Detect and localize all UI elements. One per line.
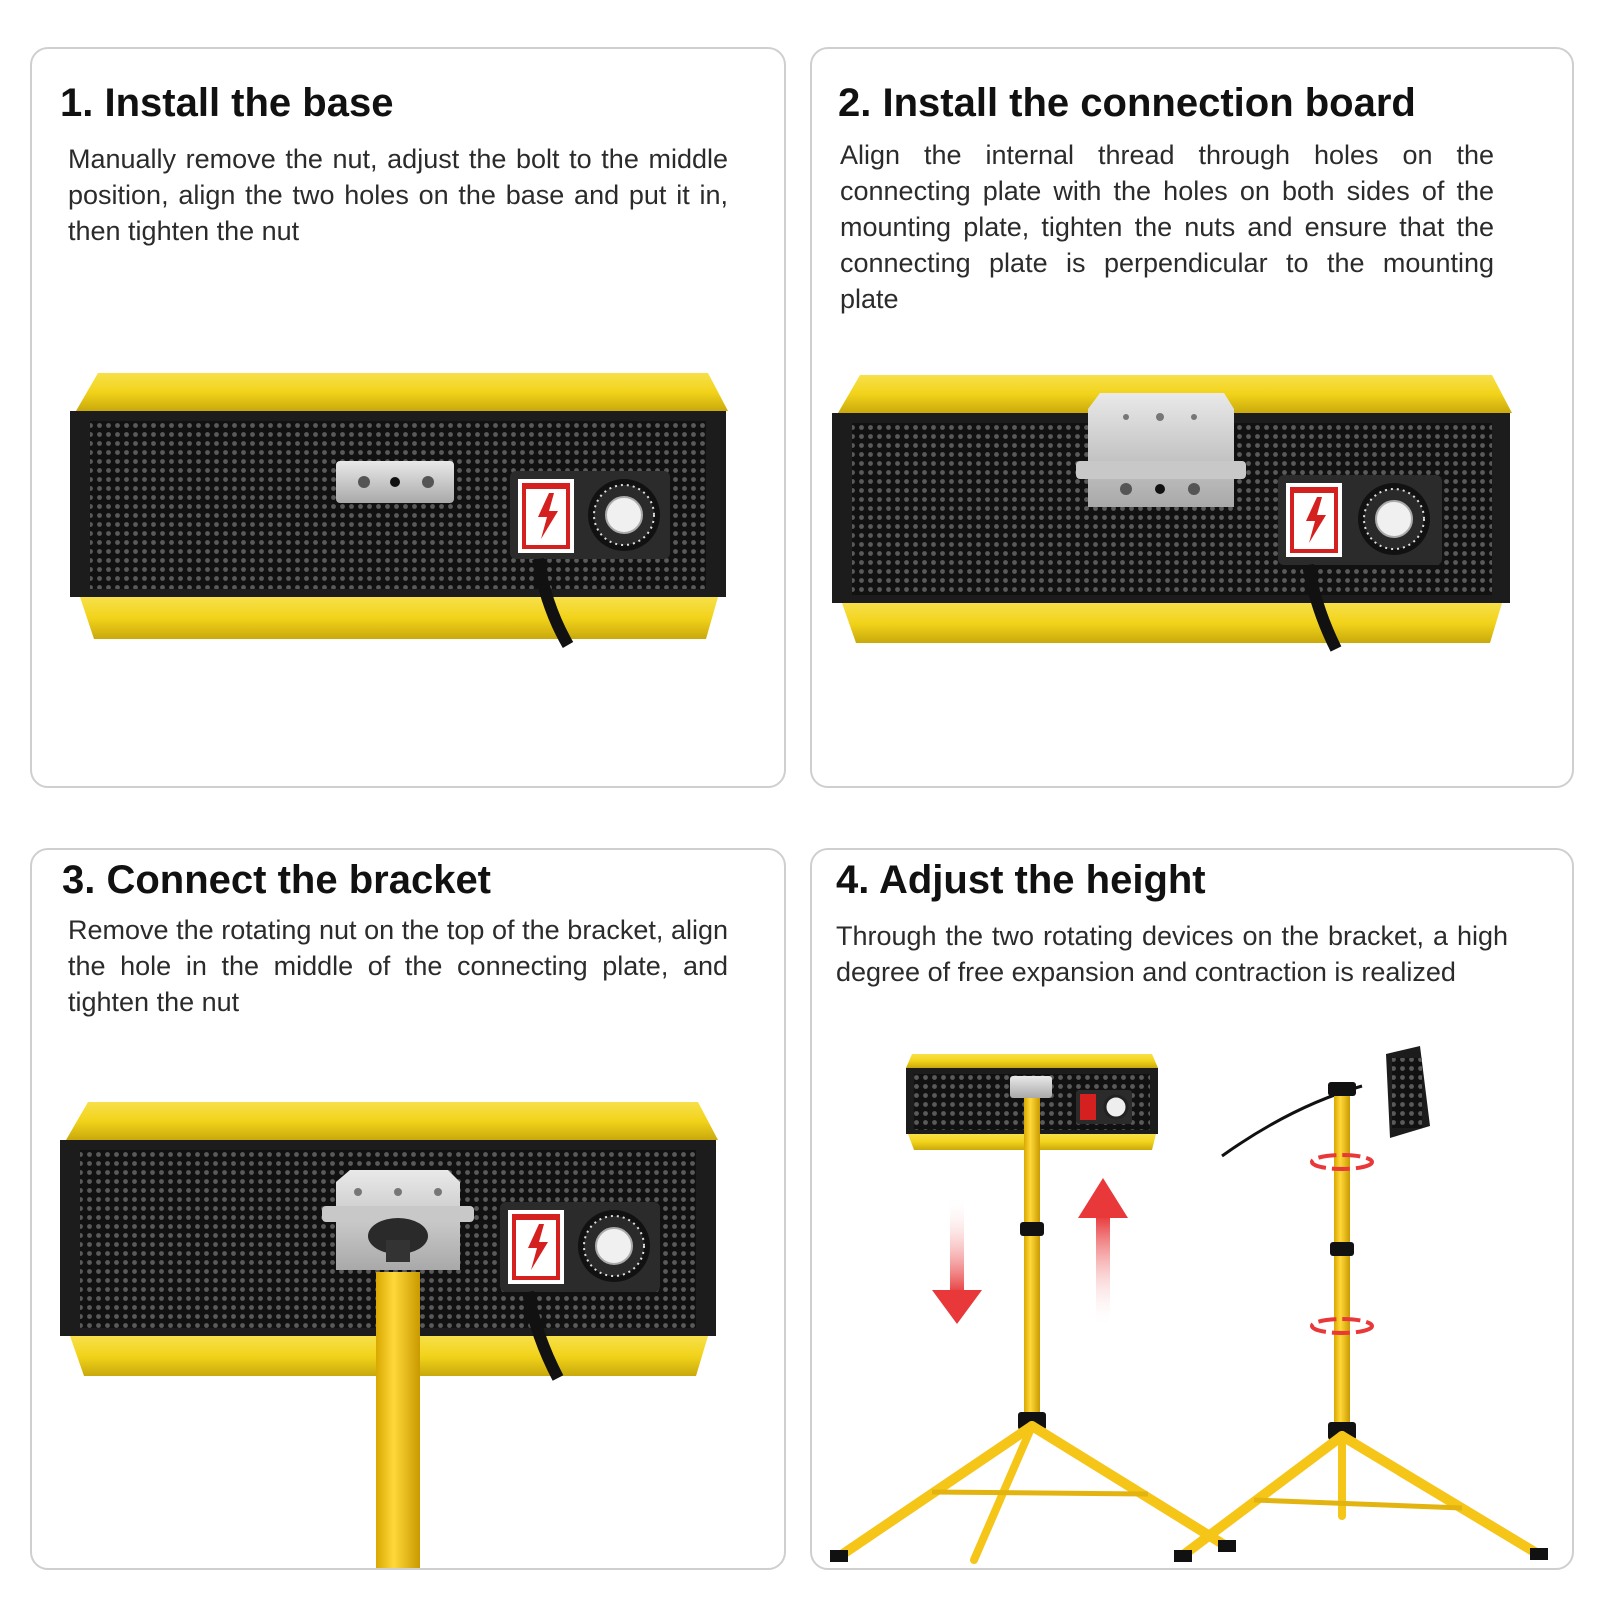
step-2-title: 2. Install the connection board [838, 81, 1416, 125]
heater-with-connection-board-illustration [832, 375, 1512, 652]
right-stand-pole [1334, 1092, 1350, 1426]
step-2-panel: 2. Install the connection board Align th… [810, 47, 1574, 788]
step-1-description: Manually remove the nut, adjust the bolt… [68, 144, 728, 246]
temperature-knob-icon [605, 496, 643, 534]
down-arrow-icon [950, 1196, 964, 1294]
step-4-title: 4. Adjust the height [836, 858, 1206, 902]
step-2-description: Align the internal thread through holes … [840, 140, 1494, 314]
rotation-arrow-icon [1310, 1317, 1374, 1335]
heater-with-base-illustration [70, 373, 728, 649]
bracket-pole [376, 1272, 420, 1568]
step-3-title: 3. Connect the bracket [62, 858, 492, 902]
heater-with-bracket-illustration [60, 1102, 718, 1568]
step-4-panel: 4. Adjust the height Through the two rot… [810, 848, 1574, 1570]
step-3-panel: 3. Connect the bracket Remove the rotati… [30, 848, 786, 1570]
lightning-bolt-icon [538, 493, 558, 539]
step-4-description: Through the two rotating devices on the … [836, 921, 1508, 987]
rotation-arrow-icon [1310, 1153, 1374, 1171]
up-arrow-icon [1096, 1216, 1110, 1328]
step-3-description: Remove the rotating nut on the top of th… [68, 915, 728, 1017]
left-stand-pole [1024, 1098, 1040, 1416]
tripod-stands-illustration [830, 1046, 1548, 1564]
rotating-nut [368, 1218, 428, 1254]
step-1-panel: 1. Install the base Manually remove the … [30, 47, 786, 788]
step-1-title: 1. Install the base [60, 81, 394, 125]
